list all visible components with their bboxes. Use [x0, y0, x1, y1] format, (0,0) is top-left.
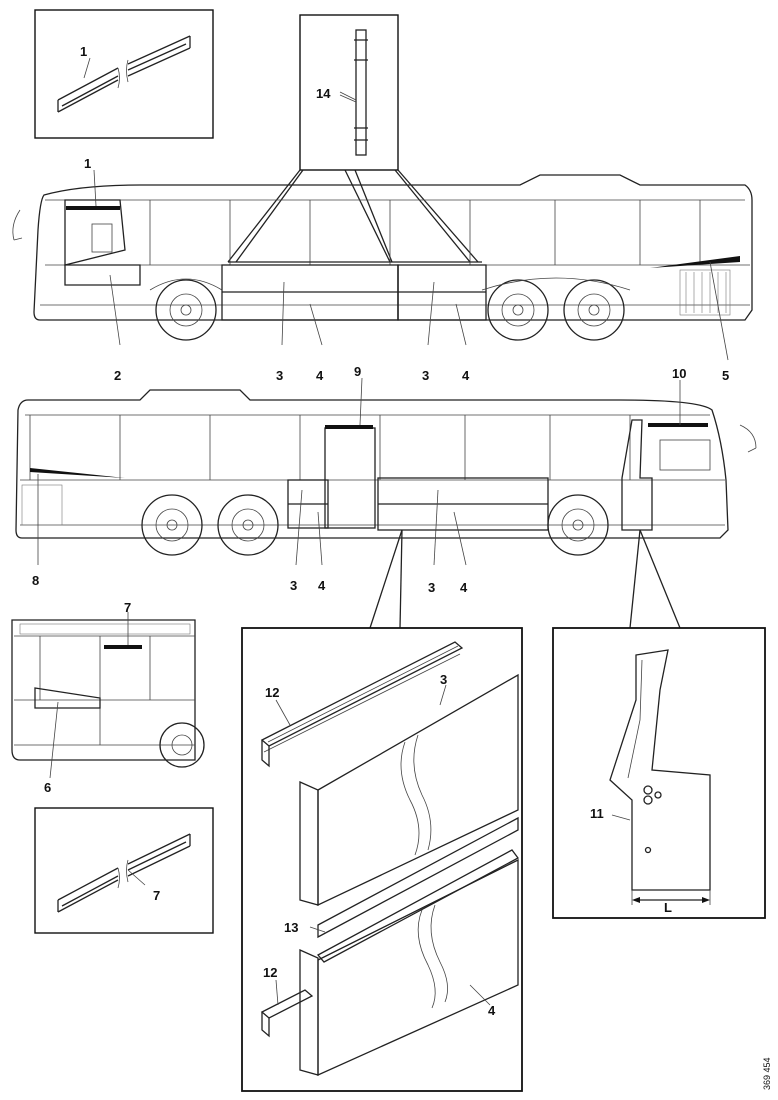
callout-3-d: 3	[428, 580, 435, 595]
callout-leaders	[37, 57, 729, 1006]
bus-side-view-2	[15, 389, 757, 556]
callout-4-a: 4	[316, 368, 324, 383]
callout-12-a: 12	[265, 685, 279, 700]
callout-3-b: 3	[422, 368, 429, 383]
callout-6: 6	[44, 780, 51, 795]
bus-rear-partial-view	[11, 619, 205, 768]
figure-code: 369 454	[762, 1057, 772, 1090]
callout-10: 10	[672, 366, 686, 381]
callout-8: 8	[32, 573, 39, 588]
callout-3-c: 3	[290, 578, 297, 593]
callout-7-a: 7	[124, 600, 131, 615]
callout-1-detail: 1	[80, 44, 87, 59]
callout-3-a: 3	[276, 368, 283, 383]
detail-14-leaders	[227, 169, 479, 263]
callout-4-c: 4	[318, 578, 326, 593]
callout-3-e: 3	[440, 672, 447, 687]
callout-9: 9	[354, 364, 361, 379]
callout-7-b: 7	[153, 888, 160, 903]
callout-5: 5	[722, 368, 729, 383]
callout-13: 13	[284, 920, 298, 935]
callout-4-e: 4	[488, 1003, 496, 1018]
callout-14: 14	[316, 86, 331, 101]
callout-4-d: 4	[460, 580, 468, 595]
detail-box-part-11	[552, 627, 766, 919]
lower-detail-leaders	[369, 529, 681, 629]
dimension-L: L	[664, 900, 672, 915]
detail-box-part-14	[299, 14, 399, 171]
callout-1: 1	[84, 156, 91, 171]
callout-2: 2	[114, 368, 121, 383]
detail-box-part-7	[34, 807, 214, 934]
callout-11: 11	[590, 806, 604, 821]
callout-4-b: 4	[462, 368, 470, 383]
detail-box-part-1	[34, 9, 214, 139]
detail-box-panels	[241, 627, 523, 1092]
bus-side-view-1	[12, 174, 753, 341]
callout-12-b: 12	[263, 965, 277, 980]
